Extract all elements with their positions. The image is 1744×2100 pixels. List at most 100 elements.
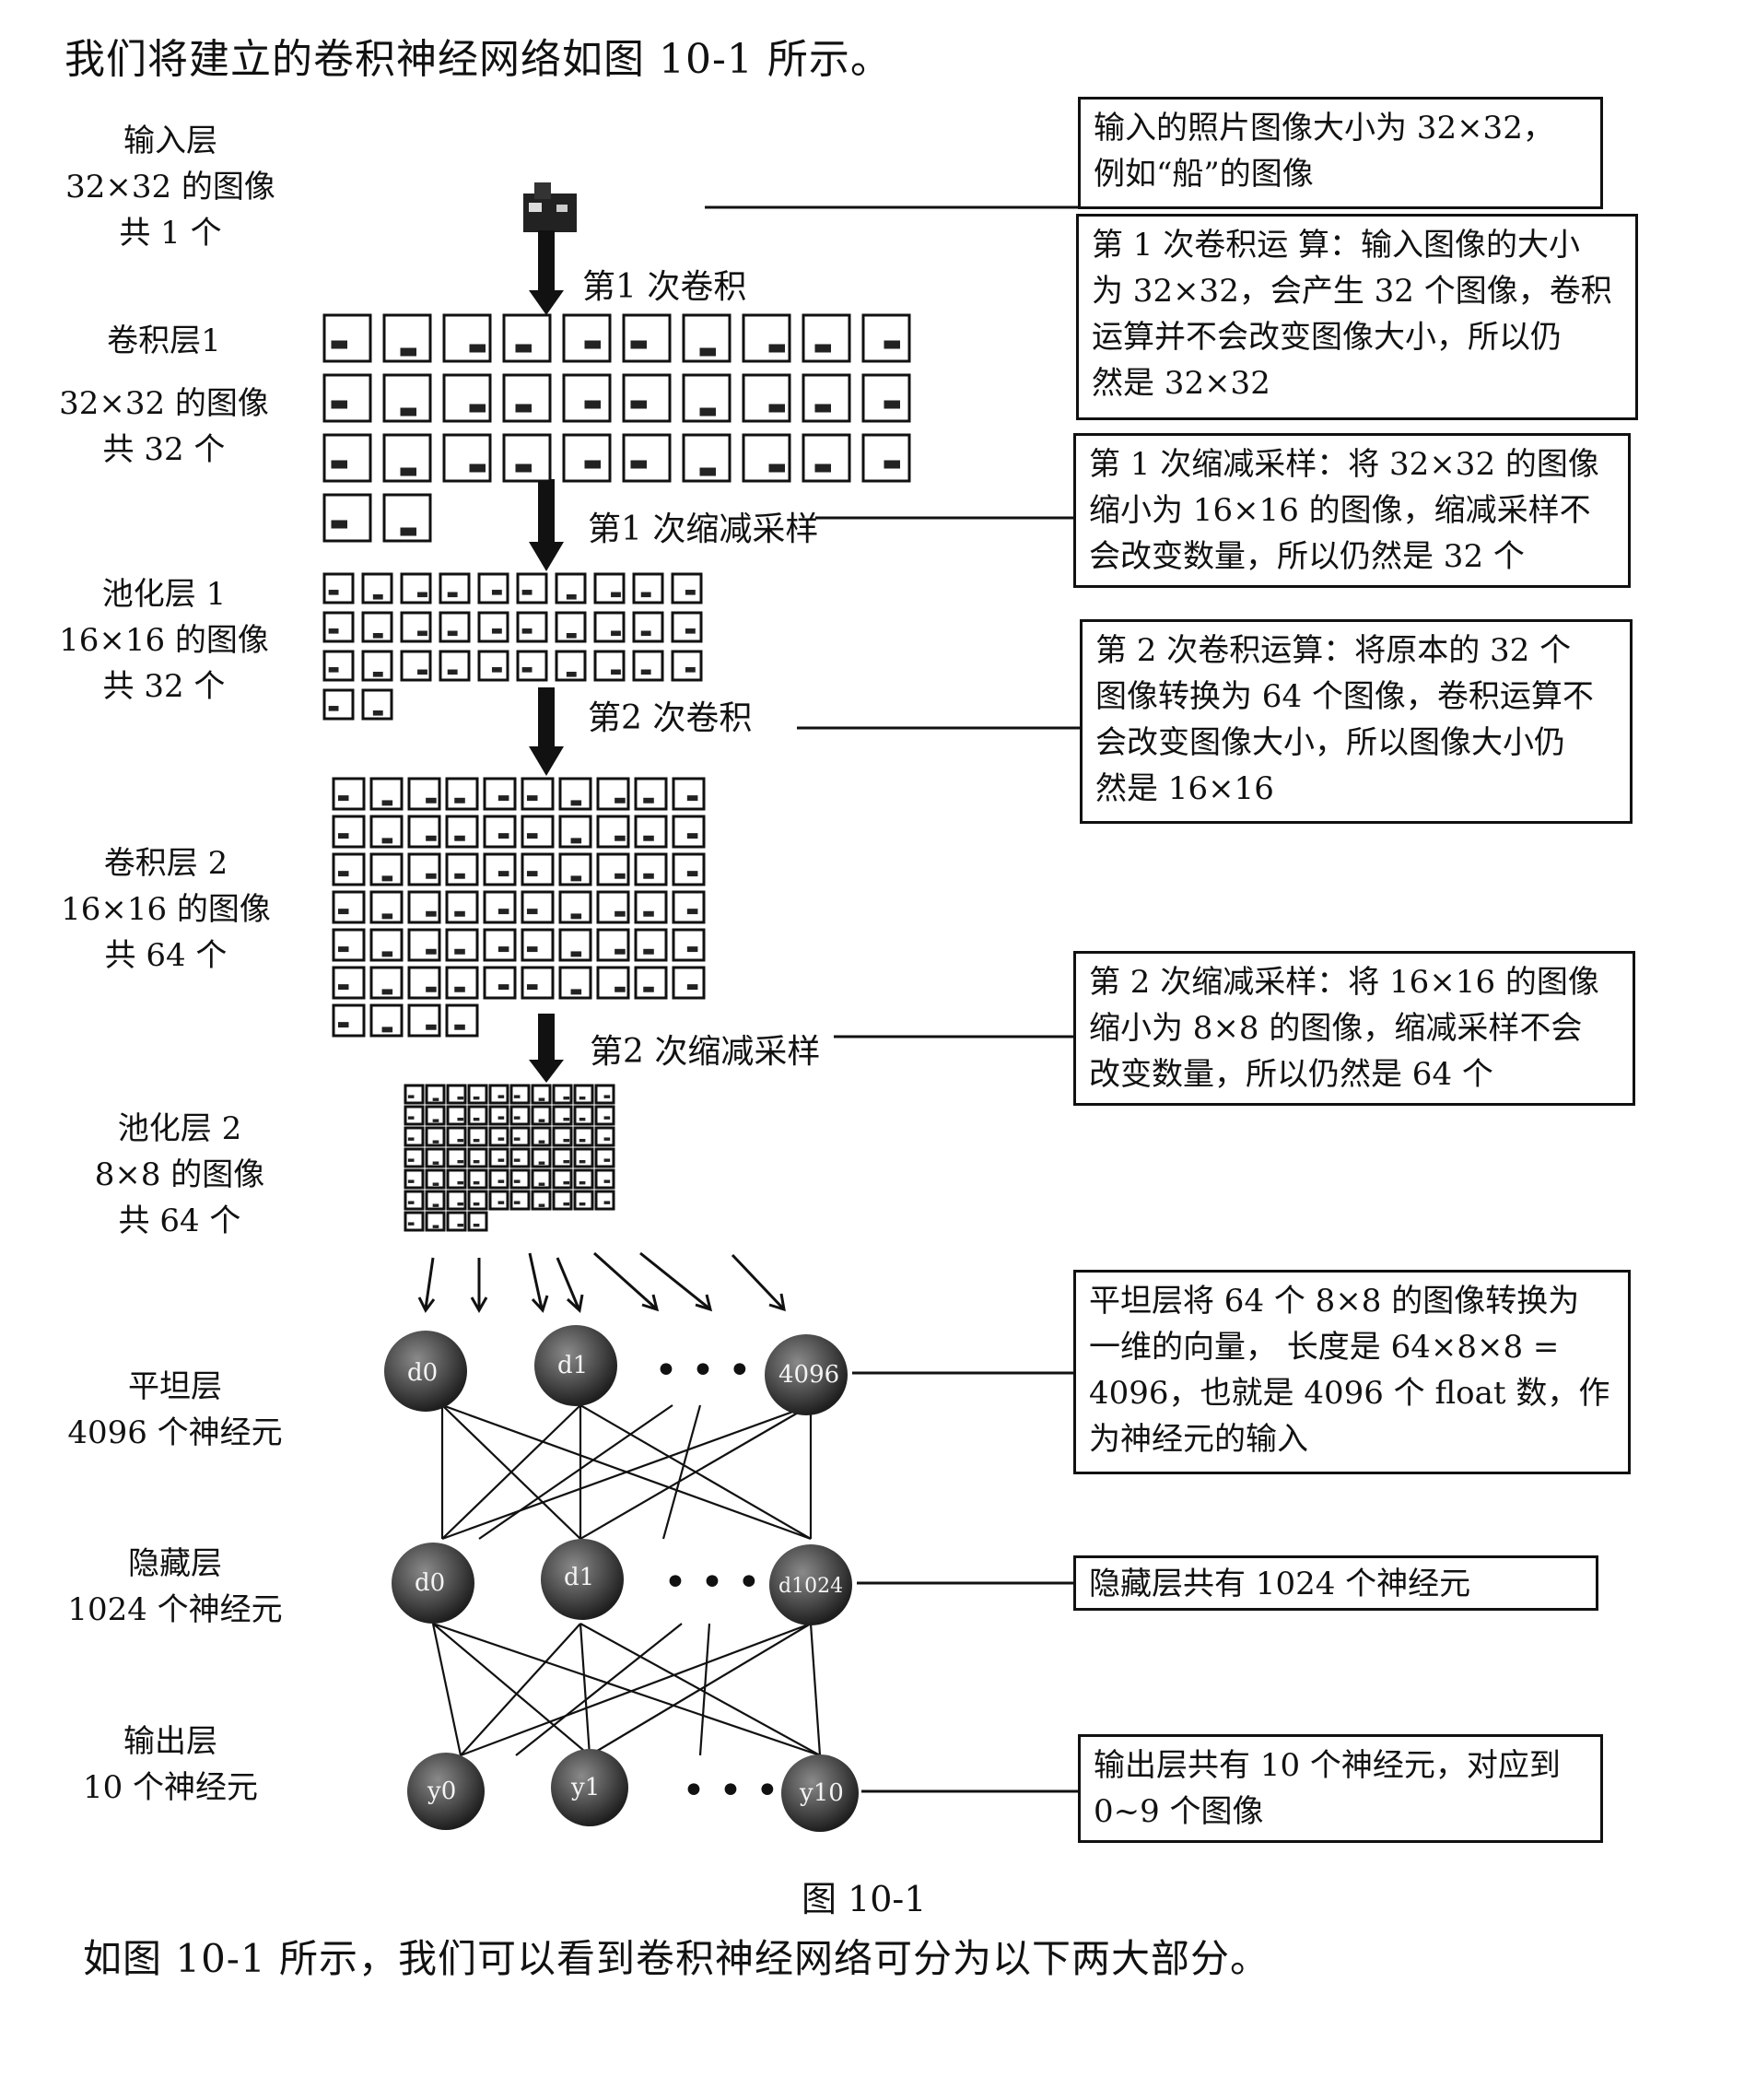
pool1-feature-map-texture	[491, 667, 502, 673]
note-pool2-line: 第 2 次缩减采样：将 16×16 的图像	[1089, 964, 1599, 1001]
conv2-feature-map	[521, 852, 555, 886]
conv1-feature-map	[562, 313, 612, 363]
layer-conv1-size: 32×32 的图像	[59, 385, 269, 422]
pool2-feature-map-texture	[579, 1202, 586, 1206]
conv1-feature-map	[502, 373, 552, 423]
output-neurons: y0 y1 • • • y10	[407, 1749, 859, 1832]
pool2-feature-map	[404, 1168, 425, 1190]
flatten-neurons: d0 d1 • • • 4096	[384, 1325, 848, 1415]
conv2-feature-map-texture	[426, 873, 437, 879]
pool1-feature-map-texture	[685, 590, 696, 595]
pool1-feature-map	[516, 611, 548, 643]
pool2-feature-map	[467, 1211, 488, 1232]
conv2-feature-map-texture	[454, 948, 465, 955]
neuron-output-y0-label: y0	[427, 1777, 456, 1805]
conv1-feature-maps	[322, 313, 911, 543]
conv2-feature-map-texture	[570, 838, 582, 844]
pool1-feature-map	[671, 650, 703, 682]
pool2-feature-map-texture	[473, 1159, 480, 1164]
neuron-hidden-d1	[541, 1539, 624, 1620]
conv2-feature-map-texture	[686, 871, 698, 877]
conv1-feature-map-texture	[768, 404, 785, 413]
note-flatten-line: 一维的向量， 长度是 64×8×8 =	[1089, 1329, 1560, 1366]
conv2-feature-map-texture	[614, 948, 626, 955]
conv2-feature-map-texture	[526, 984, 538, 991]
conv2-feature-map	[407, 777, 441, 811]
step-pool2: 第2 次缩减采样	[590, 1033, 821, 1071]
pool1-feature-map-texture	[640, 669, 651, 675]
note-pool1-line: 会改变数量，所以仍然是 32 个	[1089, 538, 1525, 575]
pool2-feature-map	[552, 1105, 573, 1126]
conv1-feature-map-texture	[584, 460, 601, 469]
pool1-feature-map-texture	[372, 633, 383, 639]
pool2-feature-map	[531, 1126, 552, 1147]
conv2-feature-map	[596, 777, 630, 811]
pool2-feature-map-texture	[473, 1138, 480, 1143]
pool1-feature-map-texture	[372, 672, 383, 677]
conv2-feature-map	[445, 966, 479, 1000]
conv1-feature-map	[322, 493, 372, 543]
conv2-feature-map-texture	[426, 986, 437, 992]
arrow-pool1	[529, 479, 564, 571]
pool1-feature-maps	[322, 572, 703, 721]
conv1-feature-map-texture	[630, 460, 647, 469]
pool1-feature-map	[439, 650, 471, 682]
conv2-feature-map-texture	[497, 871, 509, 877]
pool2-feature-map-texture	[497, 1116, 505, 1120]
conv2-feature-map	[332, 890, 366, 924]
note-pool2-line: 缩小为 8×8 的图像，缩减采样不会	[1089, 1010, 1583, 1047]
conv2-feature-map	[596, 815, 630, 849]
conv2-feature-map	[407, 928, 441, 962]
connections-hidden-output	[431, 1622, 822, 1757]
pool1-feature-map	[322, 650, 355, 682]
pool2-feature-map-texture	[538, 1161, 545, 1165]
note-flatten-line: 4096，也就是 4096 个 float 数，作	[1089, 1375, 1610, 1412]
conv2-feature-map-texture	[686, 795, 698, 802]
pool2-feature-map-texture	[563, 1117, 570, 1121]
pool2-feature-map-texture	[603, 1179, 611, 1183]
pool2-feature-map	[446, 1168, 467, 1190]
conv2-feature-map-texture	[686, 984, 698, 991]
conv1-feature-map	[742, 313, 791, 363]
pool2-feature-map-texture	[497, 1201, 505, 1204]
note-output: 输出层共有 10 个神经元，对应到 0~9 个图像	[1078, 1734, 1603, 1843]
pool1-feature-map	[322, 688, 355, 721]
pool2-feature-map	[531, 1190, 552, 1211]
pool2-feature-map-texture	[407, 1095, 415, 1098]
note-hidden-line: 隐藏层共有 1024 个神经元	[1089, 1566, 1471, 1602]
conv2-feature-map	[521, 815, 555, 849]
conv1-feature-map	[861, 433, 911, 483]
conv1-feature-map-texture	[469, 404, 486, 413]
conv2-feature-map	[332, 1003, 366, 1038]
pool2-feature-map-texture	[457, 1138, 464, 1143]
pool2-feature-map-texture	[407, 1179, 415, 1183]
conv1-feature-map-texture	[699, 467, 716, 476]
conv2-feature-maps	[332, 777, 706, 1038]
layer-pool2-size: 8×8 的图像	[94, 1156, 265, 1193]
pool2-feature-map	[446, 1084, 467, 1105]
pool2-feature-map	[488, 1126, 509, 1147]
note-conv1-line: 运算并不会改变图像大小，所以仍	[1092, 319, 1562, 356]
pool2-feature-map	[425, 1126, 446, 1147]
pool2-feature-map	[467, 1084, 488, 1105]
pool2-feature-map-texture	[563, 1180, 570, 1185]
pool2-feature-map	[488, 1147, 509, 1168]
pool2-feature-map	[573, 1105, 594, 1126]
conv1-feature-map-texture	[884, 340, 900, 349]
pool1-feature-map-texture	[372, 710, 383, 716]
note-input: 输入的照片图像大小为 32×32， 例如“船”的图像	[1078, 97, 1603, 209]
conv1-feature-map-texture	[515, 344, 532, 353]
pool2-feature-map	[467, 1126, 488, 1147]
note-pool1-line: 缩小为 16×16 的图像，缩减采样不	[1089, 492, 1591, 529]
pool1-feature-map-texture	[566, 672, 577, 677]
conv2-feature-map	[483, 928, 517, 962]
layer-input-size: 32×32 的图像	[65, 169, 275, 205]
conv2-feature-map	[483, 852, 517, 886]
pool1-feature-map-texture	[417, 592, 427, 598]
conv1-feature-map	[802, 313, 851, 363]
conv2-feature-map-texture	[570, 989, 582, 995]
pool2-feature-maps	[404, 1084, 615, 1232]
layer-label-pool2: 池化层 2 8×8 的图像 共 64 个	[41, 1106, 318, 1244]
conv2-feature-map	[332, 815, 366, 849]
